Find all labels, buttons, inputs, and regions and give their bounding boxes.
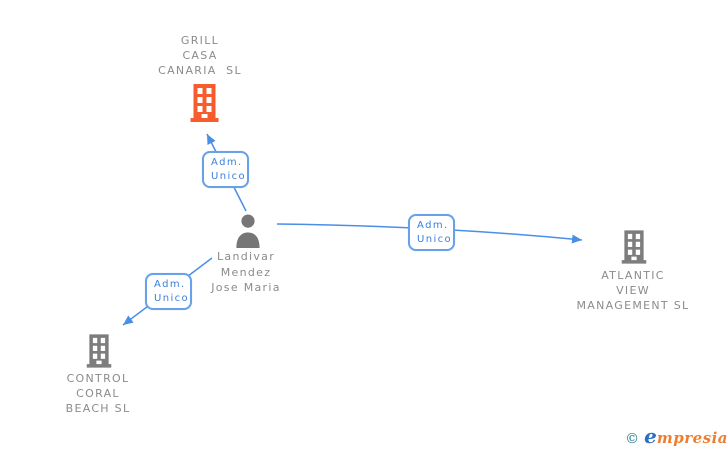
label-line: Mendez [220, 265, 272, 279]
label-line: CANARIA SL [158, 64, 242, 77]
company-label-grill-casa-canaria: GRILL CASA CANARIA SL [130, 33, 270, 78]
edge-label-line: Unico [211, 171, 247, 182]
edge-label-line: Unico [417, 234, 453, 245]
label-line: Jose Maria [211, 281, 281, 294]
building-icon [86, 334, 112, 368]
edge-label-adm-unico-control: Adm. Unico [145, 273, 192, 310]
empresia-logo[interactable]: © e mpresia [625, 424, 728, 450]
label-line: Landivar [216, 250, 276, 263]
label-line: ATLANTIC [601, 269, 665, 282]
label-line: BEACH SL [65, 402, 131, 415]
edge-label-line: Unico [154, 293, 190, 304]
building-icon [621, 230, 647, 264]
label-line: GRILL [180, 34, 220, 47]
label-line: CONTROL [66, 372, 130, 385]
person-label-landivar-mendez: Landivar Mendez Jose Maria [186, 249, 306, 296]
edge-label-line: Adm. [417, 220, 449, 231]
label-line: CASA [182, 49, 218, 62]
person-icon [236, 214, 260, 248]
edge-label-line: Adm. [211, 157, 243, 168]
label-line: VIEW [616, 284, 650, 297]
company-label-control-coral-beach: CONTROL CORAL BEACH SL [38, 371, 158, 416]
logo-text-e: e [644, 424, 657, 448]
edge-label-line: Adm. [154, 279, 186, 290]
building-icon [190, 84, 219, 122]
company-label-atlantic-view-management: ATLANTIC VIEW MANAGEMENT SL [570, 268, 696, 313]
logo-text-mpresia: mpresia [656, 429, 728, 447]
copyright-icon: © [625, 431, 640, 447]
label-line: CORAL [76, 387, 120, 400]
label-line: MANAGEMENT SL [576, 299, 690, 312]
edge-label-adm-unico-atlantic: Adm. Unico [408, 214, 455, 251]
edge-label-adm-unico-grill: Adm. Unico [202, 151, 249, 188]
